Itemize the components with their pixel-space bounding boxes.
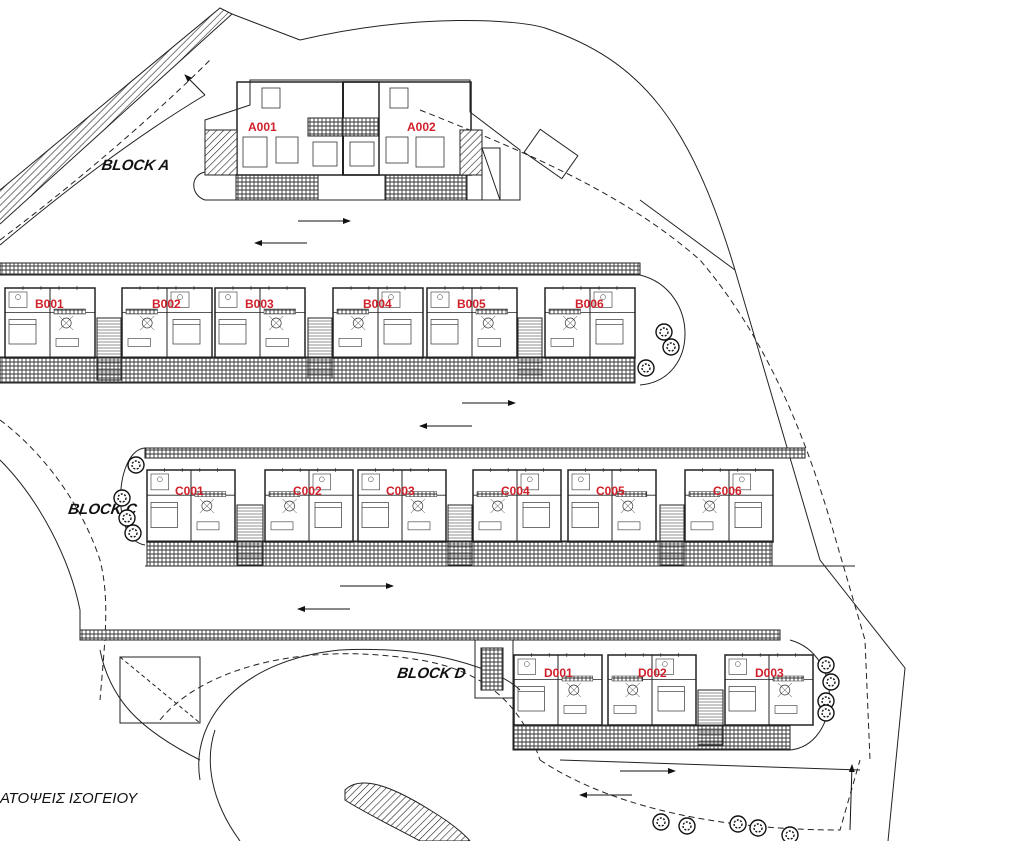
tree	[817, 692, 835, 710]
unit-label: B005	[457, 297, 486, 311]
apartment-unit	[426, 286, 518, 359]
landscape-island	[344, 782, 471, 841]
tree	[655, 323, 673, 341]
apartment-unit	[684, 468, 774, 543]
tree	[652, 813, 670, 831]
unit-label: C002	[293, 484, 322, 498]
tree	[127, 456, 145, 474]
tree	[678, 817, 696, 835]
ramp-box	[119, 656, 201, 724]
unit-label: B006	[575, 297, 604, 311]
unit-label: B001	[35, 297, 64, 311]
site-boundary	[0, 7, 906, 841]
stair	[236, 504, 264, 566]
apartment-unit	[357, 468, 447, 543]
apartment-unit	[513, 653, 603, 726]
stair	[517, 317, 543, 379]
block-a: BLOCK A A001 A002	[101, 79, 521, 201]
apartment-unit	[121, 286, 213, 359]
traffic-arrows	[184, 74, 855, 831]
unit-label: D001	[544, 666, 573, 680]
tree	[781, 826, 799, 841]
tree	[113, 489, 131, 507]
apartment-unit	[472, 468, 562, 543]
tree	[124, 524, 142, 542]
apartment-unit	[146, 468, 236, 543]
unit-label: B003	[245, 297, 274, 311]
block-d: BLOCK D D001 D002 D003	[79, 629, 830, 751]
apartment-unit	[607, 653, 697, 726]
stair	[659, 504, 685, 566]
apartment-unit	[544, 286, 636, 359]
unit-label: D003	[755, 666, 784, 680]
stair	[96, 317, 122, 381]
unit-label: C001	[175, 484, 204, 498]
unit-label: C005	[596, 484, 625, 498]
tree	[729, 815, 747, 833]
tree	[637, 359, 655, 377]
block-b: B001 B002 B003 B004 B005 B006	[0, 262, 686, 386]
apartment-unit	[4, 286, 96, 359]
tree	[817, 704, 835, 722]
tree	[118, 509, 136, 527]
stair	[307, 317, 333, 379]
apartment-unit	[724, 653, 814, 726]
tree	[817, 656, 835, 674]
trees	[113, 323, 840, 841]
drawing-caption: ΑΤΟΨΕΙΣ ΙΣΟΓΕΙΟΥ	[0, 790, 138, 807]
apartment-unit	[567, 468, 657, 543]
unit-label: A001	[248, 120, 277, 134]
tree	[662, 338, 680, 356]
gate-box	[523, 128, 579, 180]
block-label: BLOCK D	[396, 665, 467, 682]
tree	[822, 673, 840, 691]
unit-label: C003	[386, 484, 415, 498]
tree	[749, 819, 767, 837]
unit-label: A002	[407, 120, 436, 134]
unit-label: C006	[713, 484, 742, 498]
unit-label: C004	[501, 484, 530, 498]
apartment-unit	[264, 468, 354, 543]
unit-label: B002	[152, 297, 181, 311]
apartment-unit	[214, 286, 306, 359]
block-label: BLOCK A	[101, 157, 171, 174]
stair	[447, 504, 473, 566]
stair	[697, 689, 724, 746]
unit-label: D002	[638, 666, 667, 680]
unit-label: B004	[363, 297, 392, 311]
apartment-unit	[332, 286, 424, 359]
